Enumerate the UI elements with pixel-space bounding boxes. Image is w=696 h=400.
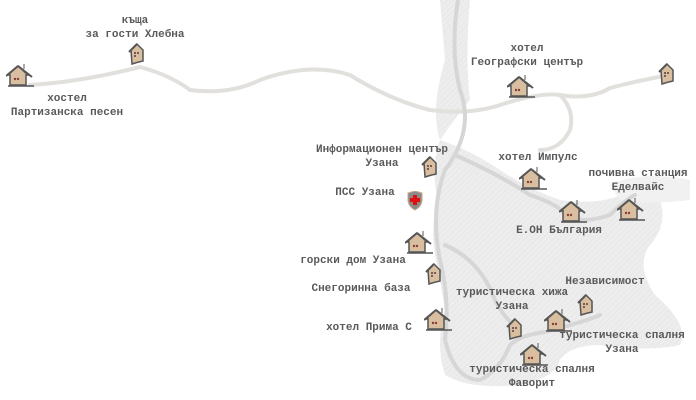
label-nezavisimost[interactable]: Независимост <box>565 276 645 288</box>
tall-house-icon-nezavisimost[interactable] <box>577 293 595 317</box>
label-line: почивна станция <box>588 168 688 180</box>
house-icon-prima[interactable] <box>424 307 454 333</box>
house-icon-edelvais[interactable] <box>617 197 647 223</box>
house-icon-eon[interactable] <box>559 199 589 225</box>
rescue-shield-icon[interactable] <box>407 191 423 211</box>
area-top <box>436 0 470 140</box>
label-line: Фаворит <box>508 378 556 390</box>
label-hlebna[interactable]: къща за гости Хлебна <box>85 14 184 42</box>
label-line: Узана <box>495 301 529 313</box>
tall-house-icon-snegorinna[interactable] <box>425 262 443 286</box>
label-line: туристическа спалня <box>559 330 685 342</box>
house-icon-geografski[interactable] <box>507 74 537 100</box>
label-pss[interactable]: ПСС Узана <box>335 187 395 199</box>
label-line: туристическа спалня <box>469 364 595 376</box>
label-line: туристическа хижа <box>455 287 569 299</box>
roads <box>28 64 672 152</box>
label-line: за гости Хлебна <box>85 29 185 41</box>
tall-house-icon-east[interactable] <box>658 62 676 86</box>
label-line: къща <box>121 15 149 27</box>
label-line: Узана <box>365 158 399 170</box>
tall-house-icon-hlebna[interactable] <box>128 42 146 66</box>
uzana-area <box>433 140 683 387</box>
label-line: хостел <box>47 93 87 105</box>
label-line: Информационен център <box>315 144 449 156</box>
label-prima[interactable]: хотел Прима С <box>326 322 412 334</box>
house-icon-partizanska[interactable] <box>6 63 36 89</box>
label-snegorinna[interactable]: Снегоринна база <box>311 283 411 295</box>
house-icon-impuls[interactable] <box>519 166 549 192</box>
tall-house-icon-hija[interactable] <box>506 317 524 341</box>
label-gorski[interactable]: горски дом Узана <box>300 255 406 267</box>
label-line: Узана <box>605 344 639 356</box>
label-eon[interactable]: Е.ОН България <box>516 225 602 237</box>
house-icon-gorski[interactable] <box>405 230 435 256</box>
label-line: хотел <box>510 43 544 55</box>
label-line: Партизанска песен <box>10 107 124 119</box>
label-line: Географски център <box>470 57 584 69</box>
label-line: Еделвайс <box>611 182 665 194</box>
label-impuls[interactable]: хотел Импулс <box>498 152 578 164</box>
